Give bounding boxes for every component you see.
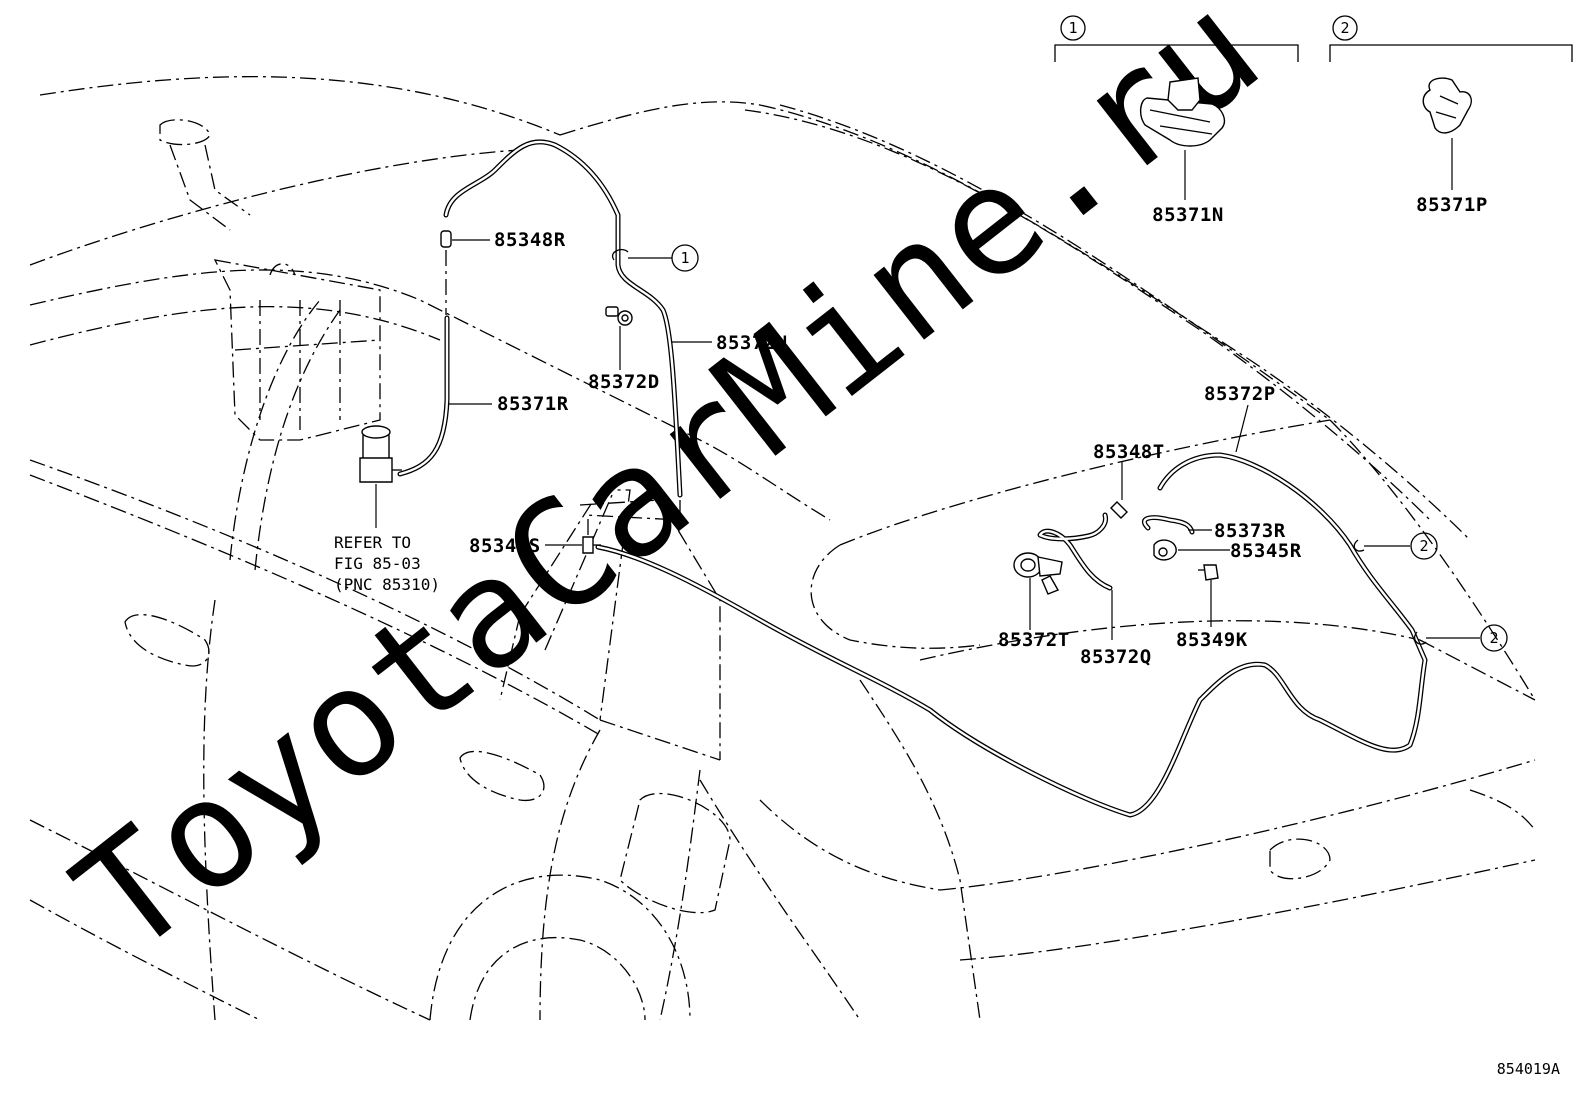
label-85348T: 85348T — [1093, 441, 1165, 463]
hose-85372Q — [1037, 512, 1113, 591]
leader-85372P — [1235, 404, 1249, 453]
reference-note-line-3: (PNC 85310) — [334, 575, 440, 594]
hose-85371R — [397, 315, 450, 477]
reference-note-line-2: FIG 85-03 — [334, 554, 421, 573]
detail-view-1: 1 85371N — [1054, 15, 1299, 226]
washer-pump — [359, 425, 402, 528]
hose-85373R — [1141, 515, 1195, 535]
label-85348S: 85348S — [469, 535, 541, 557]
detail-view-2: 2 85371P — [1329, 15, 1573, 216]
joint-85348T — [1110, 462, 1128, 519]
label-85372P: 85372P — [1204, 383, 1276, 405]
callout-2-upper: 2 — [1410, 532, 1438, 560]
callout-1-text: 1 — [680, 249, 689, 267]
hose-85372P — [595, 452, 1428, 818]
clip-2-marker-lower — [1413, 631, 1480, 645]
detail-view-2-index: 2 — [1340, 19, 1349, 37]
label-85349K: 85349K — [1176, 629, 1248, 651]
figure-id: 854019A — [1497, 1060, 1560, 1078]
label-85371R: 85371R — [497, 393, 569, 415]
clip-2-marker-upper — [1353, 539, 1410, 552]
nozzle-85372T — [1013, 552, 1063, 630]
label-85372T: 85372T — [998, 629, 1070, 651]
watermark: ToyotaCarMine.ru — [45, 0, 1291, 988]
label-85345R: 85345R — [1230, 540, 1302, 562]
joint-85348R — [440, 230, 490, 315]
label-85371N: 85371N — [1152, 204, 1224, 226]
label-85371P: 85371P — [1416, 194, 1488, 216]
valve-85345R — [1153, 539, 1230, 561]
callout-2-lower-text: 2 — [1489, 629, 1498, 647]
reference-note-line-1: REFER TO — [334, 533, 411, 552]
connector-85349K — [1198, 564, 1219, 627]
vehicle-body-outline — [29, 75, 1536, 1021]
hose-85372N — [443, 139, 683, 498]
callout-2-upper-text: 2 — [1419, 537, 1428, 555]
joint-85348S — [545, 515, 601, 554]
washer-reservoir — [159, 119, 381, 441]
nozzle-85372D — [605, 306, 633, 370]
callout-2-lower: 2 — [1480, 624, 1508, 652]
label-85372Q: 85372Q — [1080, 646, 1152, 668]
label-85348R: 85348R — [494, 229, 566, 251]
detail-view-1-index: 1 — [1068, 19, 1077, 37]
label-85373R: 85373R — [1214, 520, 1286, 542]
guide-line-85372N — [584, 500, 681, 521]
label-85372N: 85372N — [716, 332, 788, 354]
callout-1: 1 — [671, 244, 699, 272]
clip-1-marker — [611, 248, 672, 261]
label-85372D: 85372D — [588, 371, 660, 393]
